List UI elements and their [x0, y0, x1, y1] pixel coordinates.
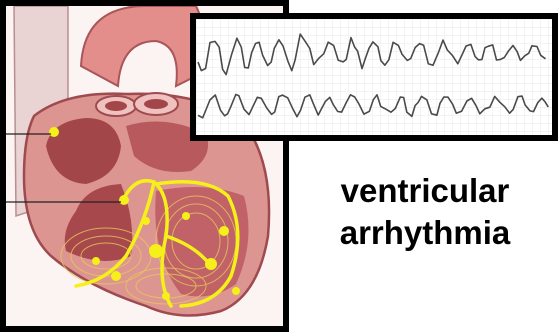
- ecg-strip: [190, 13, 558, 141]
- ecg-grid: [196, 19, 552, 135]
- caption-line-1: ventricular: [300, 170, 550, 212]
- caption: ventricular arrhythmia: [300, 170, 550, 254]
- caption-line-2: arrhythmia: [300, 212, 550, 254]
